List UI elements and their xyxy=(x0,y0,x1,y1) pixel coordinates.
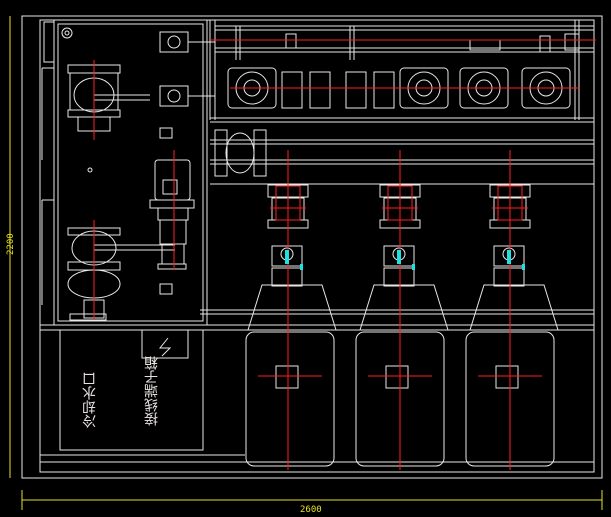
bottom-compartment xyxy=(40,324,594,463)
upper-heat-exchanger xyxy=(67,64,150,132)
dimension-lines xyxy=(9,16,603,510)
lower-heat-exchanger xyxy=(67,227,175,321)
outer-frame xyxy=(21,15,603,479)
side-check-valve xyxy=(214,129,267,177)
terminal-box-label: 接线端子箱 xyxy=(144,356,160,427)
dim-width-label: 2600 xyxy=(300,505,322,515)
centerlines xyxy=(93,39,596,470)
left-cabinet xyxy=(41,19,208,326)
dim-height-label: 2200 xyxy=(6,233,16,255)
top-piping xyxy=(200,20,594,315)
cyan-accents xyxy=(285,250,525,270)
vertical-pump-motor xyxy=(87,159,195,270)
inner-frame xyxy=(39,19,595,473)
high-voltage-sign-icon xyxy=(158,337,172,357)
cooling-water-outlet-label: 冷却水口 xyxy=(82,372,98,428)
